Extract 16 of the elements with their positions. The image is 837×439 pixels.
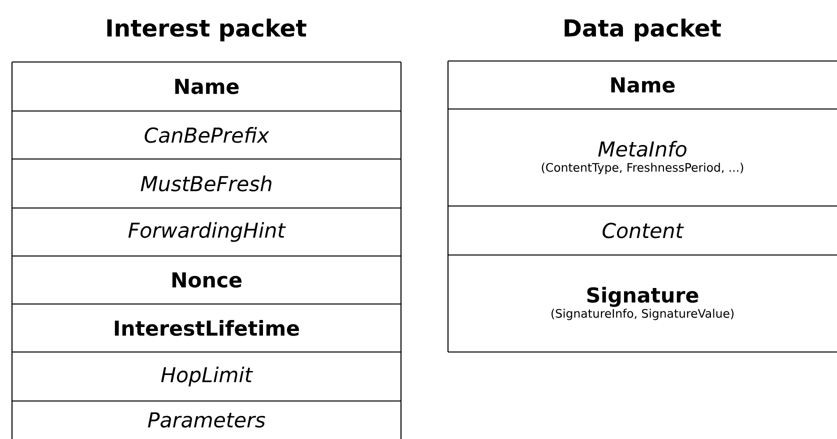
packet-table bbox=[11, 61, 402, 439]
field-row: Name bbox=[12, 78, 401, 112]
field-row: MustBeFresh bbox=[12, 176, 401, 209]
field-row: HopLimit bbox=[12, 366, 401, 402]
table-heading: Interest packet bbox=[107, 18, 306, 42]
table-heading: Data packet bbox=[564, 18, 721, 42]
field-row: ForwardingHint bbox=[12, 222, 401, 257]
field-row: Signature (SignatureInfo, SignatureValue) bbox=[552, 286, 734, 320]
field-row: CanBePrefix bbox=[12, 127, 401, 160]
field-row: MetaInfo (ContentType, FreshnessPeriod, ...) bbox=[448, 140, 837, 207]
field-row: Parameters bbox=[148, 412, 266, 428]
field-row: Name bbox=[448, 77, 837, 110]
field-row: InterestLifetime bbox=[12, 320, 401, 353]
field-row: Nonce bbox=[12, 272, 401, 305]
packet-table bbox=[447, 60, 837, 353]
field-row: Content bbox=[448, 222, 837, 256]
